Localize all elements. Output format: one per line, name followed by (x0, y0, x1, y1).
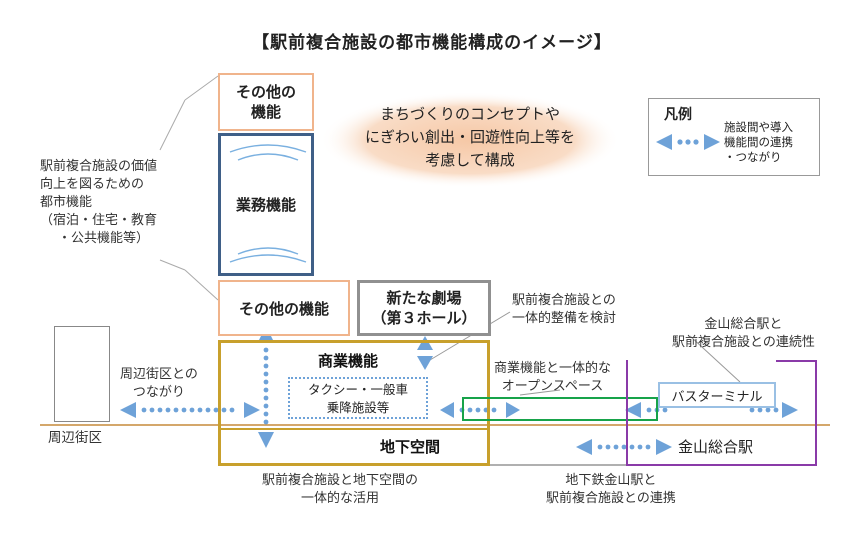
legend (648, 98, 820, 176)
theater-note-2: 一体的整備を検討 (512, 311, 617, 326)
other-top-line-1: その他の (235, 83, 296, 101)
open-space-2: オープンスペース (501, 379, 604, 394)
taxi-line-1: タクシー・一般車 (307, 382, 408, 397)
left-note-bracket (184, 75, 219, 301)
station-note: 金山総合駅と 駅前複合施設との連続性 (672, 316, 815, 352)
left-note-3: 都市機能 (40, 195, 93, 210)
subway-link-2: 駅前複合施設との連携 (546, 491, 676, 506)
left-note-2: 向上を図るための (40, 177, 145, 192)
commercial-label: 商業機能 (318, 352, 379, 370)
theater-line-1: 新たな劇場 (386, 289, 462, 307)
legend-desc-2: 機能間の連携 (724, 135, 793, 149)
surrounding-link-1: 周辺街区との (120, 367, 198, 382)
business-function-box: 業務機能 (218, 133, 314, 276)
station-note-1: 金山総合駅と (704, 317, 783, 332)
other-functions-mid-box: その他の機能 (218, 280, 350, 336)
concept-text: まちづくりのコンセプトや にぎわい創出・回遊性向上等を 考慮して構成 (320, 103, 620, 172)
theater-box: 新たな劇場 （第３ホール） (357, 280, 491, 336)
other-top-line-2: 機能 (250, 103, 281, 121)
theater-line-2: （第３ホール） (371, 309, 477, 327)
left-note-1: 駅前複合施設の価値 (40, 159, 158, 174)
open-space-box (462, 397, 658, 421)
legend-desc-1: 施設間や導入 (724, 120, 793, 134)
underground-extension (490, 464, 628, 466)
surrounding-block (54, 326, 110, 422)
commercial-area (218, 340, 490, 466)
taxi-drop-off-box: タクシー・一般車 乗降施設等 (288, 377, 428, 419)
surrounding-link-2: つながり (132, 385, 185, 400)
underground-divider (218, 428, 490, 430)
station-outline-inner (626, 428, 628, 466)
concept-line-3: 考慮して構成 (425, 151, 515, 169)
legend-description: 施設間や導入 機能間の連携 ・つながり (724, 120, 793, 165)
open-space-note: 商業機能と一体的な オープンスペース (494, 360, 611, 396)
concept-cloud (320, 92, 620, 188)
bus-terminal-label: バスターミナル (671, 389, 763, 405)
theater-note: 駅前複合施設との 一体的整備を検討 (512, 292, 616, 328)
subway-link-note: 地下鉄金山駅と 駅前複合施設との連携 (546, 472, 676, 508)
open-space-1: 商業機能と一体的な (494, 361, 612, 376)
station-label: 金山総合駅 (678, 438, 754, 456)
surrounding-link-note: 周辺街区との つながり (120, 366, 198, 402)
bus-terminal-box: バスターミナル (658, 382, 776, 408)
theater-note-1: 駅前複合施設との (512, 293, 616, 308)
station-outline-left (626, 360, 817, 466)
left-note-4: （宿泊・住宅・教育 (40, 213, 158, 228)
left-note: 駅前複合施設の価値 向上を図るための 都市機能 （宿泊・住宅・教育 ・公共機能等… (40, 158, 157, 248)
legend-title: 凡例 (664, 107, 692, 123)
surrounding-label: 周辺街区 (48, 430, 102, 446)
legend-desc-3: ・つながり (724, 150, 782, 164)
underground-label: 地下空間 (380, 438, 441, 456)
underground-use-2: 一体的な活用 (301, 491, 380, 506)
other-functions-top-box: その他の 機能 (218, 73, 314, 131)
underground-use-note: 駅前複合施設と地下空間の 一体的な活用 (262, 472, 418, 508)
other-mid-label: その他の機能 (238, 299, 329, 318)
left-note-5: ・公共機能等） (58, 231, 150, 246)
underground-use-1: 駅前複合施設と地下空間の (262, 473, 419, 488)
station-note-2: 駅前複合施設との連続性 (672, 335, 815, 350)
station-outline-top (776, 360, 817, 362)
taxi-line-2: 乗降施設等 (326, 400, 390, 415)
subway-link-1: 地下鉄金山駅と (565, 473, 657, 488)
business-label: 業務機能 (235, 196, 296, 214)
concept-line-2: にぎわい創出・回遊性向上等を (364, 128, 575, 146)
page-title: 【駅前複合施設の都市機能構成のイメージ】 (252, 33, 612, 53)
concept-line-1: まちづくりのコンセプトや (379, 105, 560, 123)
